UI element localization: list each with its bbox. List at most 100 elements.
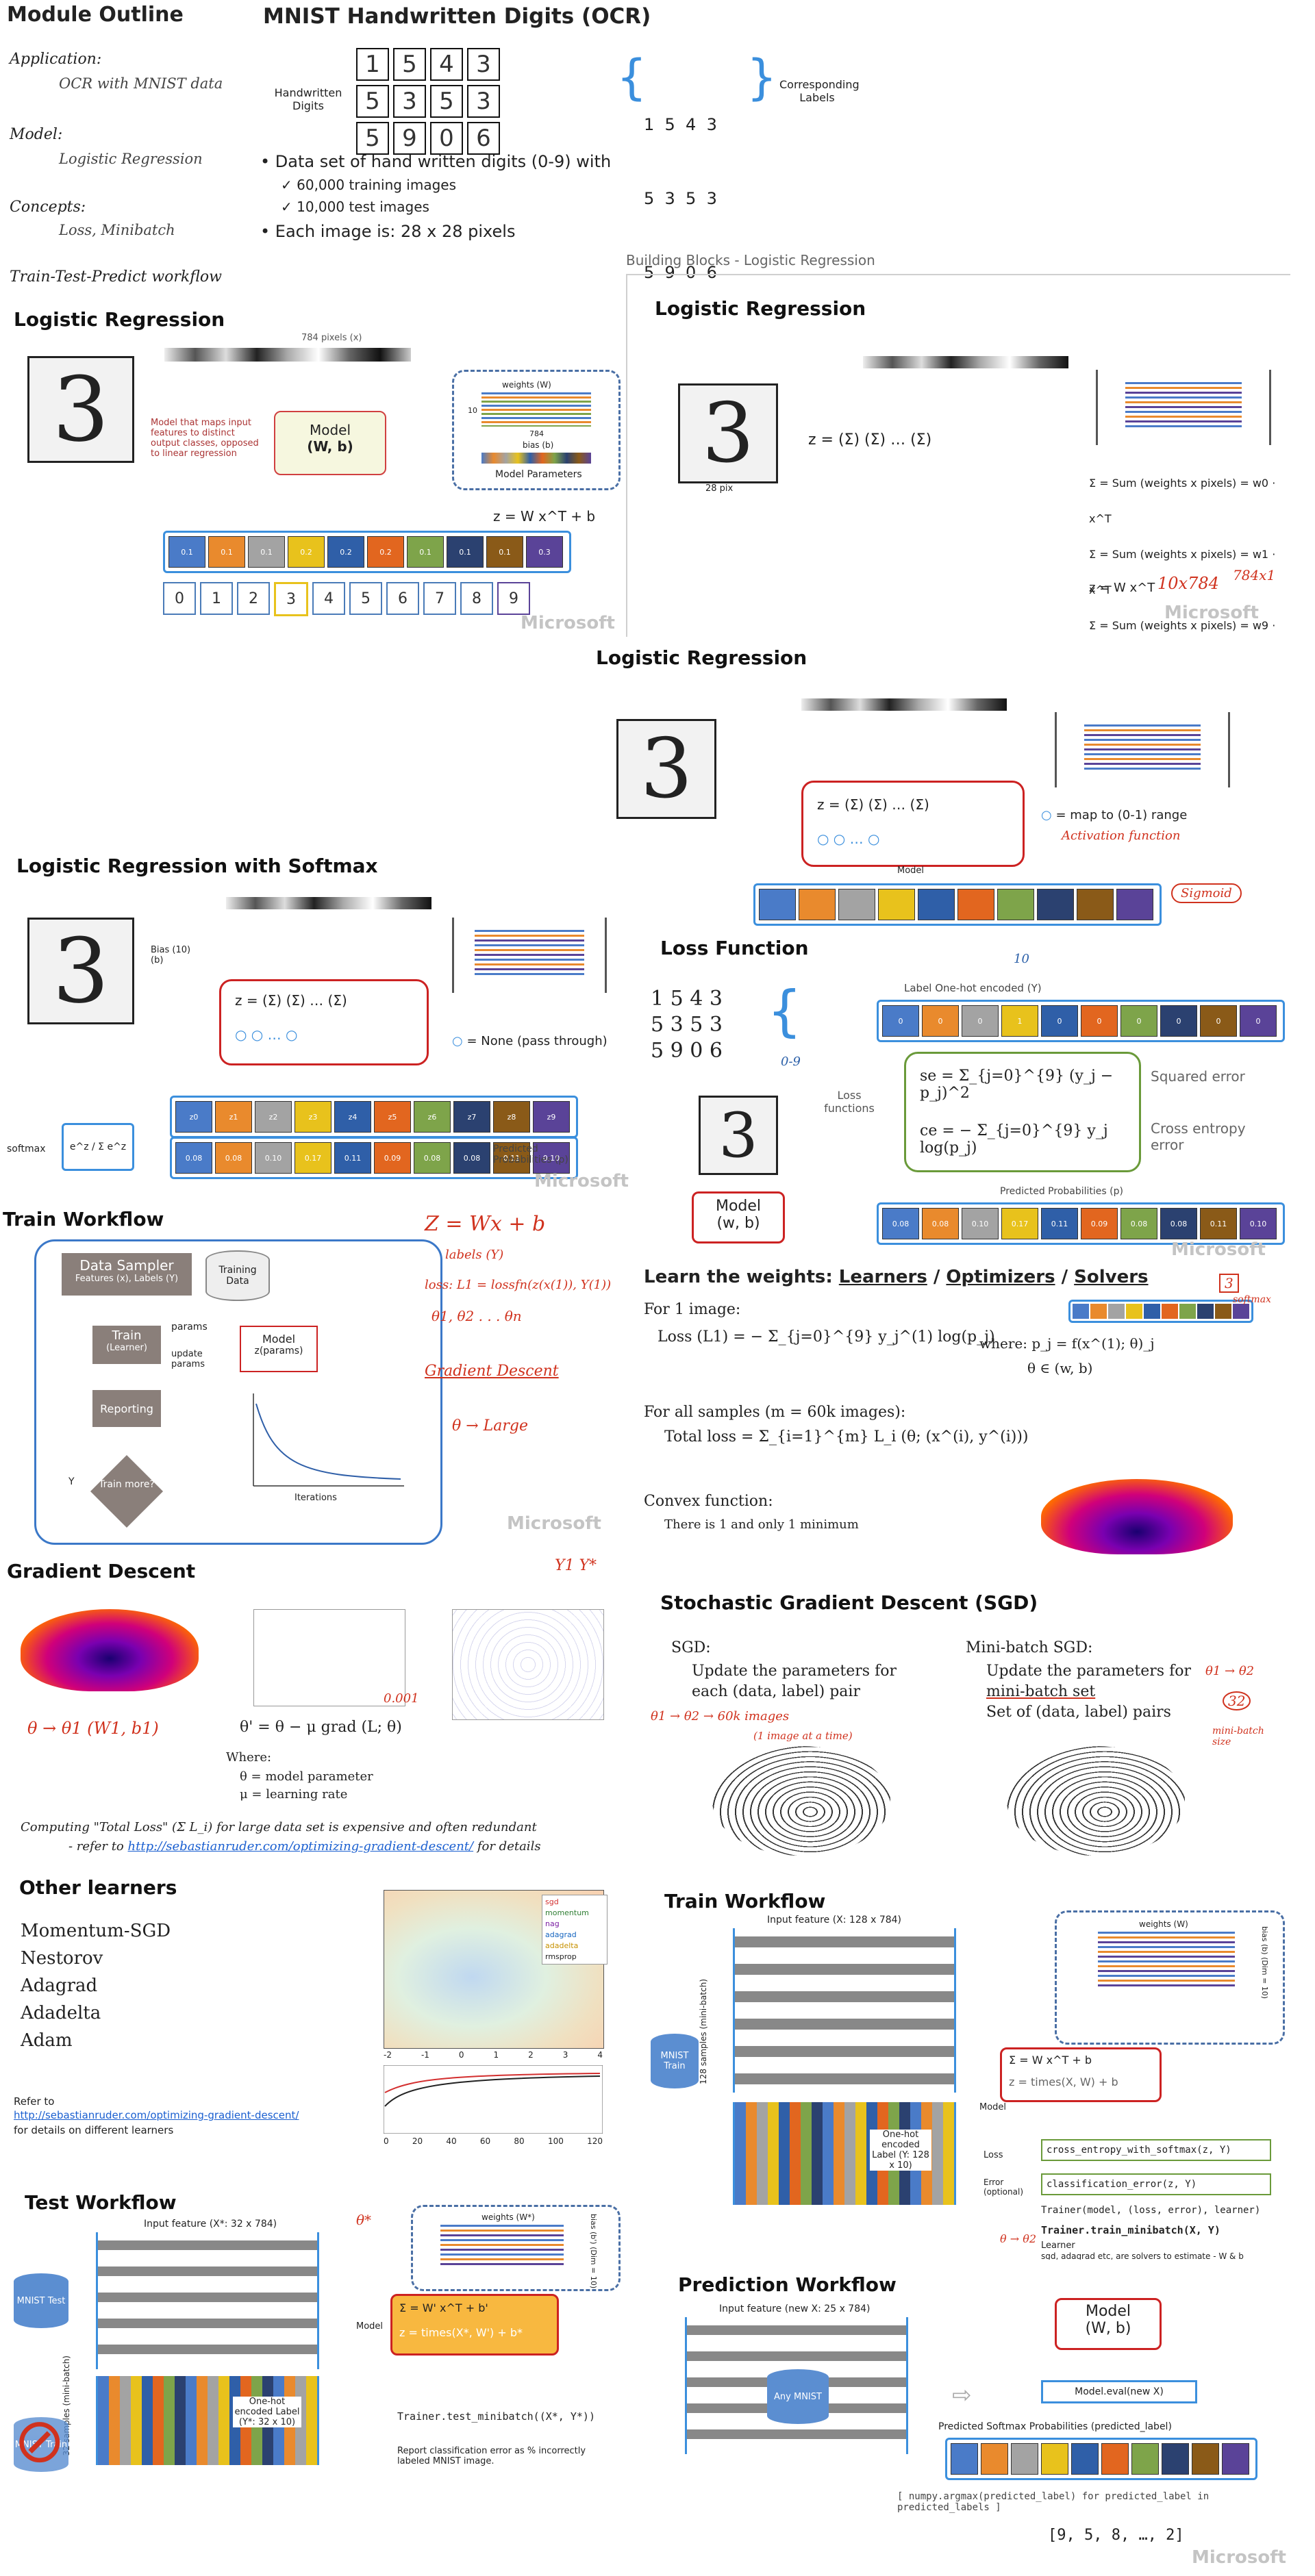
learn-solvers: Solvers <box>1074 1267 1149 1287</box>
label-row: 1 5 4 3 <box>644 115 717 134</box>
mb-text2: mini-batch set <box>986 1683 1096 1700</box>
none-label: ○ = None (pass through) <box>452 1034 608 1048</box>
digit-label-cell: 3 <box>274 582 308 616</box>
z-cell: z2 <box>255 1101 292 1133</box>
convex-sub: There is 1 and only 1 minimum <box>664 1517 859 1532</box>
microsoft-logo: Microsoft <box>534 1171 629 1191</box>
none-label-text: = None (pass through) <box>466 1034 608 1048</box>
other-refer: Refer to <box>14 2095 55 2108</box>
p-cell: 0.08 <box>1120 1208 1157 1239</box>
pixel-strip <box>226 897 431 909</box>
learner-item: Adam <box>21 2030 73 2051</box>
test-eq2: z = times(X*, W') + b* <box>399 2326 523 2339</box>
se-formula: se = Σ_{j=0}^{9} (y_j − p_j)^2 <box>920 1068 1114 1102</box>
train-workflow-frame <box>34 1239 442 1545</box>
z-cell: z3 <box>295 1101 331 1133</box>
mnist-test-cylinder: MNIST Test <box>14 2273 68 2328</box>
other-title: Other learners <box>19 1876 177 1899</box>
microsoft-logo: Microsoft <box>1171 1239 1266 1260</box>
prob-cell <box>799 889 836 920</box>
learn-title: Learn the weights: Learners / Optimizers… <box>644 1267 1149 1287</box>
error-label: Error (optional) <box>984 2177 1023 2197</box>
learner-item: Nestorov <box>21 1948 103 1969</box>
convex-label: Convex function: <box>644 1493 773 1510</box>
left-brace: { <box>616 49 647 105</box>
learner-item: Adagrad <box>21 1975 98 1996</box>
test-eq1: Σ = W' x^T + b' <box>399 2301 488 2314</box>
gd-link[interactable]: http://sebastianruder.com/optimizing-gra… <box>127 1839 474 1854</box>
learn-panel: Learn the weights: Learners / Optimizers… <box>644 1267 1288 1575</box>
annot-001: 0.001 <box>384 1691 419 1706</box>
x-tick: 20 <box>412 2136 423 2146</box>
prob-cell: 0.1 <box>208 536 245 568</box>
convex-surface <box>1041 1479 1233 1554</box>
predict-prob-cell <box>1192 2443 1219 2475</box>
gd-mu-def: μ = learning rate <box>240 1787 348 1802</box>
model-line2: (W, b) <box>307 438 353 455</box>
gd-surface <box>21 1609 199 1691</box>
argmax-line: [ numpy.argmax(predicted_label) for pred… <box>897 2491 1210 2513</box>
squared-label: Squared error <box>1151 1068 1245 1085</box>
mb-contour <box>1007 1746 1185 1856</box>
input-matrix <box>733 1928 956 2093</box>
z-cell: z5 <box>374 1101 411 1133</box>
outline-concepts-label: Concepts: <box>10 199 86 216</box>
outline-title: Module Outline <box>7 3 184 27</box>
p-cell: 0.08 <box>453 1142 490 1174</box>
predict-model-line1: Model <box>1085 2303 1131 2320</box>
predict-probs-label: Predicted Softmax Probabilities (predict… <box>938 2421 1172 2432</box>
digit-cell: 5 <box>356 122 389 155</box>
optimizer-loss-chart <box>384 2065 603 2134</box>
mini-prob <box>1215 1304 1231 1319</box>
gd-details: for details <box>477 1839 541 1854</box>
learn-optimizers: Optimizers <box>946 1267 1055 1287</box>
weights-lines <box>1098 1932 1235 1986</box>
train-params-frame: weights (W) bias (b) (Dim = 10) <box>1055 1910 1285 2045</box>
digit-cell: 4 <box>430 48 463 81</box>
loss-label: Loss <box>984 2150 1003 2160</box>
mb-label: Mini-batch SGD: <box>966 1639 1093 1656</box>
train-mb-line: Trainer.train_minibatch(X, Y) <box>1041 2224 1220 2236</box>
test-weights-label: weights (W*) <box>481 2212 535 2222</box>
digit-label-cell: 2 <box>237 582 270 615</box>
weights-lines <box>481 392 591 427</box>
predict-prob-cell <box>1162 2443 1189 2475</box>
prob-cell: 0.1 <box>486 536 523 568</box>
p-cell: 0.08 <box>882 1208 919 1239</box>
other-link[interactable]: http://sebastianruder.com/optimizing-gra… <box>14 2109 299 2121</box>
test-model-label: Model <box>356 2321 384 2332</box>
loss-eq: Loss (L1) = − Σ_{j=0}^{9} y_j^(1) log(p_… <box>658 1328 995 1346</box>
p-cell: 0.17 <box>295 1142 331 1174</box>
x-tick: 4 <box>597 2050 603 2060</box>
x-tick: 60 <box>479 2136 491 2146</box>
label-rows: 1 5 4 3 5 3 5 3 5 9 0 6 <box>644 63 717 334</box>
data-sampler-title: Data Sampler <box>79 1257 174 1274</box>
loss-formula-box: se = Σ_{j=0}^{9} (y_j − p_j)^2 ce = − Σ_… <box>904 1052 1141 1172</box>
mnist-check1: ✓ 60,000 training images <box>281 177 457 193</box>
z-cell: z1 <box>215 1101 252 1133</box>
model-line1: Model <box>309 422 351 438</box>
prob-cell: 0.1 <box>248 536 285 568</box>
header-divider <box>626 274 1290 275</box>
z-cell: z0 <box>175 1101 212 1133</box>
x-tick: 0 <box>384 2136 389 2146</box>
x-tick: 1 <box>493 2050 499 2060</box>
corresponding-label: Corresponding Labels <box>779 78 860 104</box>
model-caption: Model <box>897 866 925 876</box>
iterations-label: Iterations <box>295 1493 337 1503</box>
label-row: 5 3 5 3 <box>644 189 717 208</box>
annot-loss: loss: L1 = lossfn(z(x(1)), Y(1)) <box>425 1278 612 1292</box>
neuron-row: z = (Σ) (Σ) … (Σ) <box>808 431 932 449</box>
x-tick: 3 <box>562 2050 568 2060</box>
mnist-train-cylinder: MNIST Train <box>651 2034 699 2088</box>
map-label: ○ = map to (0-1) range <box>1041 808 1188 822</box>
theta-eq: θ ∈ (w, b) <box>1027 1360 1093 1376</box>
p-row: 0.08 0.08 0.10 0.17 0.11 0.09 0.08 0.08 … <box>170 1137 578 1179</box>
train-workflow2-panel: Train Workflow Input feature (X: 128 x 7… <box>644 1876 1288 2261</box>
digit-cell: 3 <box>393 85 426 118</box>
mnist-bullet1: • Data set of hand written digits (0-9) … <box>260 152 612 171</box>
onehot-cell: 0 <box>922 1005 959 1037</box>
sgd-text1: Update the parameters for <box>692 1663 897 1680</box>
sum-line: Σ = Sum (weights x pixels) = w1 · x^T <box>1089 548 1276 596</box>
sgd-annot2: (1 image at a time) <box>753 1730 853 1742</box>
